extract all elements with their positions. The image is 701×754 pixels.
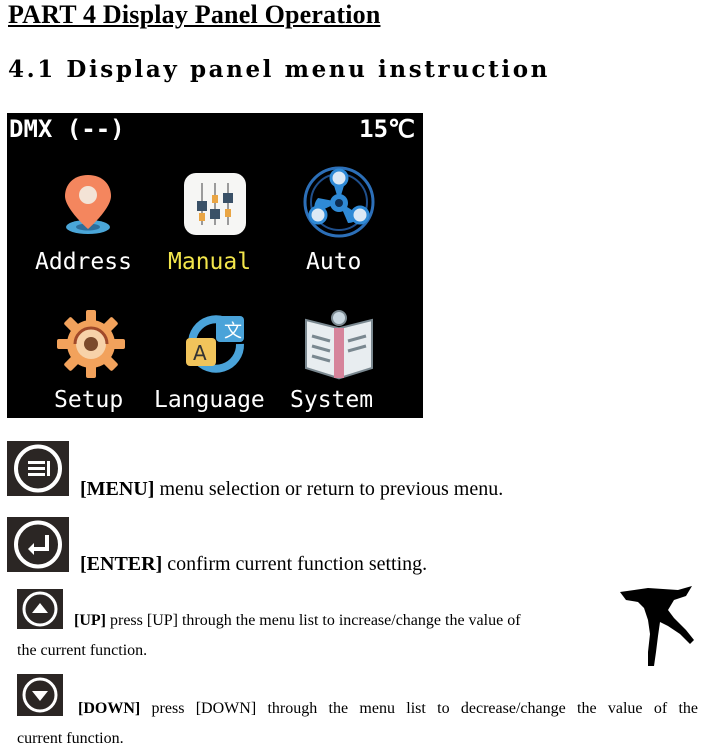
menu-key-label: [MENU] [80, 478, 155, 500]
up-button[interactable] [17, 589, 63, 629]
up-description-row: [UP] press [UP] through the menu list to… [74, 612, 521, 630]
down-key-label: [DOWN] [78, 700, 141, 717]
menu-label-language: Language [154, 387, 265, 413]
menu-tile-address[interactable] [32, 171, 142, 271]
menu-label-address: Address [35, 249, 132, 275]
dmx-status: DMX (--) [9, 115, 125, 143]
menu-tile-system[interactable] [279, 308, 389, 408]
up-description-line2: the current function. [17, 642, 148, 659]
menu-label-system: System [290, 387, 374, 413]
page-title: PART 4 Display Panel Operation [8, 0, 381, 29]
section-title: 4.1 Display panel menu instruction [8, 56, 550, 83]
gear-icon [57, 310, 125, 378]
svg-text:文: 文 [224, 321, 242, 342]
temperature-readout: 15℃ [359, 115, 415, 143]
sliders-icon [184, 173, 246, 235]
enter-key-label: [ENTER] [80, 553, 163, 575]
menu-button[interactable] [7, 441, 69, 496]
down-description-row: [DOWN] press [DOWN] through the menu lis… [78, 700, 698, 718]
location-pin-icon [65, 175, 111, 234]
translate-icon: 文 A [186, 315, 245, 373]
menu-tile-language[interactable]: 文 A [157, 308, 267, 408]
enter-button[interactable] [7, 517, 69, 572]
down-description-line2: current function. [17, 730, 124, 747]
menu-label-auto: Auto [306, 249, 362, 275]
display-panel-screenshot: DMX (--) 15℃ Address Manual [7, 113, 423, 418]
enter-description: confirm current function setting. [167, 553, 428, 575]
dancer-silhouette-icon [620, 586, 694, 666]
menu-label-setup: Setup [54, 387, 124, 413]
menu-description: menu selection or return to previous men… [159, 478, 504, 500]
menu-tile-auto[interactable] [279, 165, 389, 265]
fan-icon [303, 166, 375, 238]
down-description-line1: press [DOWN] through the menu list to de… [151, 700, 699, 717]
enter-description-row: [ENTER] confirm current function setting… [80, 553, 427, 576]
up-key-label: [UP] [74, 612, 106, 629]
menu-description-row: [MENU] menu selection or return to previ… [80, 478, 503, 501]
up-description-line1: press [UP] through the menu list to incr… [109, 612, 521, 629]
menu-icon [14, 444, 62, 493]
up-arrow-icon [22, 591, 58, 627]
menu-label-manual: Manual [168, 249, 252, 275]
down-arrow-icon [22, 677, 58, 713]
book-icon [305, 310, 373, 380]
svg-text:A: A [193, 341, 207, 365]
enter-icon [14, 520, 62, 569]
menu-tile-setup[interactable] [32, 308, 142, 408]
menu-tile-manual[interactable] [159, 171, 269, 271]
down-button[interactable] [17, 674, 63, 716]
